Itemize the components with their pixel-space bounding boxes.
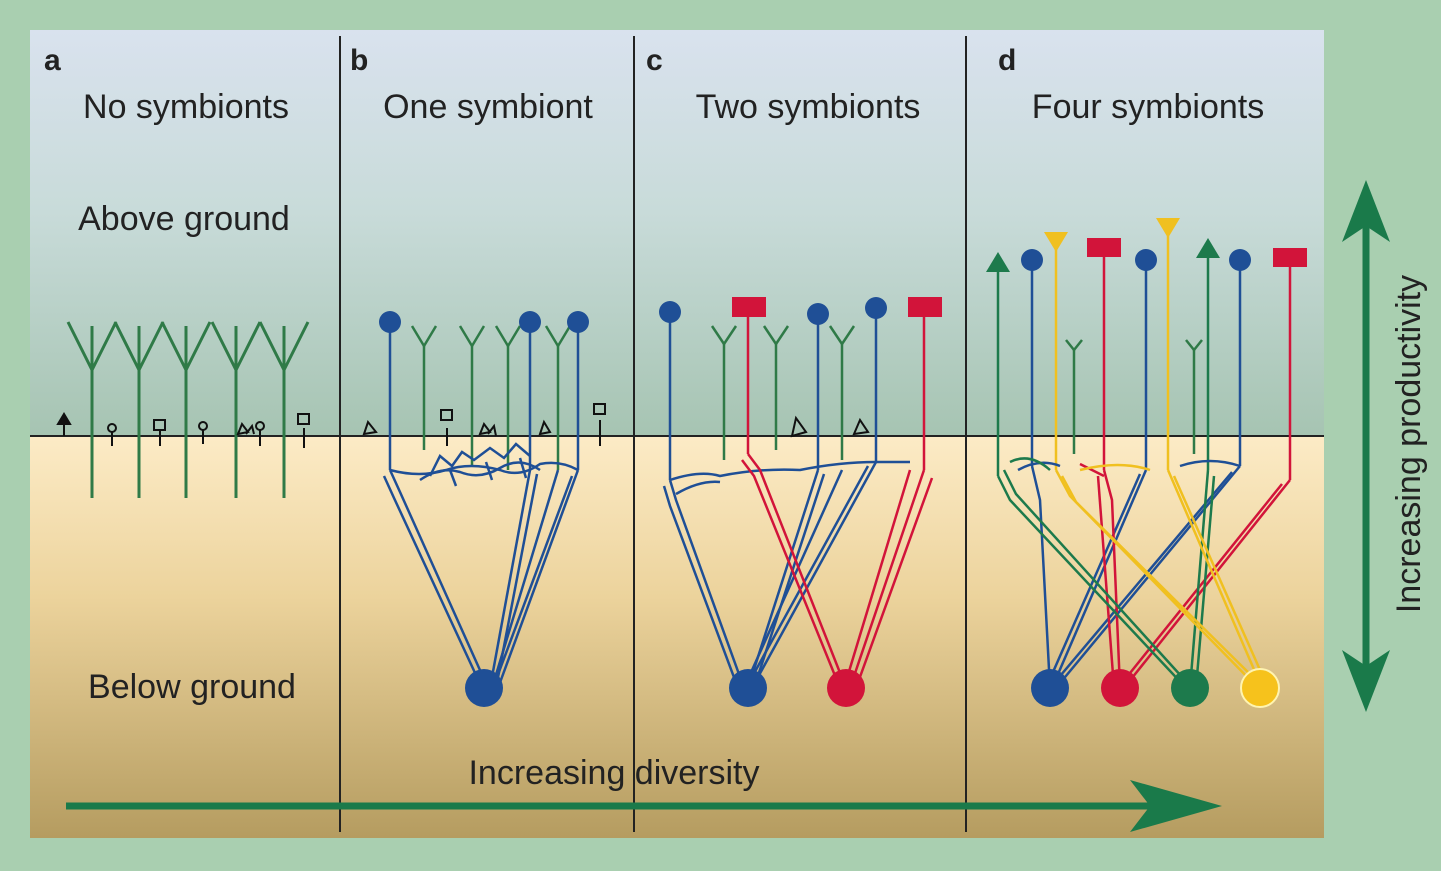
productivity-arrow-label: Increasing productivity xyxy=(1390,275,1428,613)
panel-d-fungus-green xyxy=(1171,669,1209,707)
diversity-arrow-label: Increasing diversity xyxy=(468,754,759,792)
panel-b-title: One symbiont xyxy=(383,88,593,126)
panel-d-fungus-blue xyxy=(1031,669,1069,707)
panel-d-fungus-yellow xyxy=(1241,669,1279,707)
panel-d-title: Four symbionts xyxy=(1032,88,1264,126)
panel-c-title: Two symbionts xyxy=(696,88,921,126)
panel-a-title: No symbionts xyxy=(83,88,289,126)
panel-b-letter: b xyxy=(350,44,368,77)
panel-c-fungus-red xyxy=(827,669,865,707)
below-ground-label: Below ground xyxy=(88,668,296,706)
panel-d-fungus-red xyxy=(1101,669,1139,707)
above-ground-label: Above ground xyxy=(78,200,290,238)
panel-c-letter: c xyxy=(646,44,663,77)
panel-c-fungus-blue xyxy=(729,669,767,707)
panel-a-letter: a xyxy=(44,44,61,77)
panel-b-fungus-blue xyxy=(465,669,503,707)
panel-d-letter: d xyxy=(998,44,1016,77)
